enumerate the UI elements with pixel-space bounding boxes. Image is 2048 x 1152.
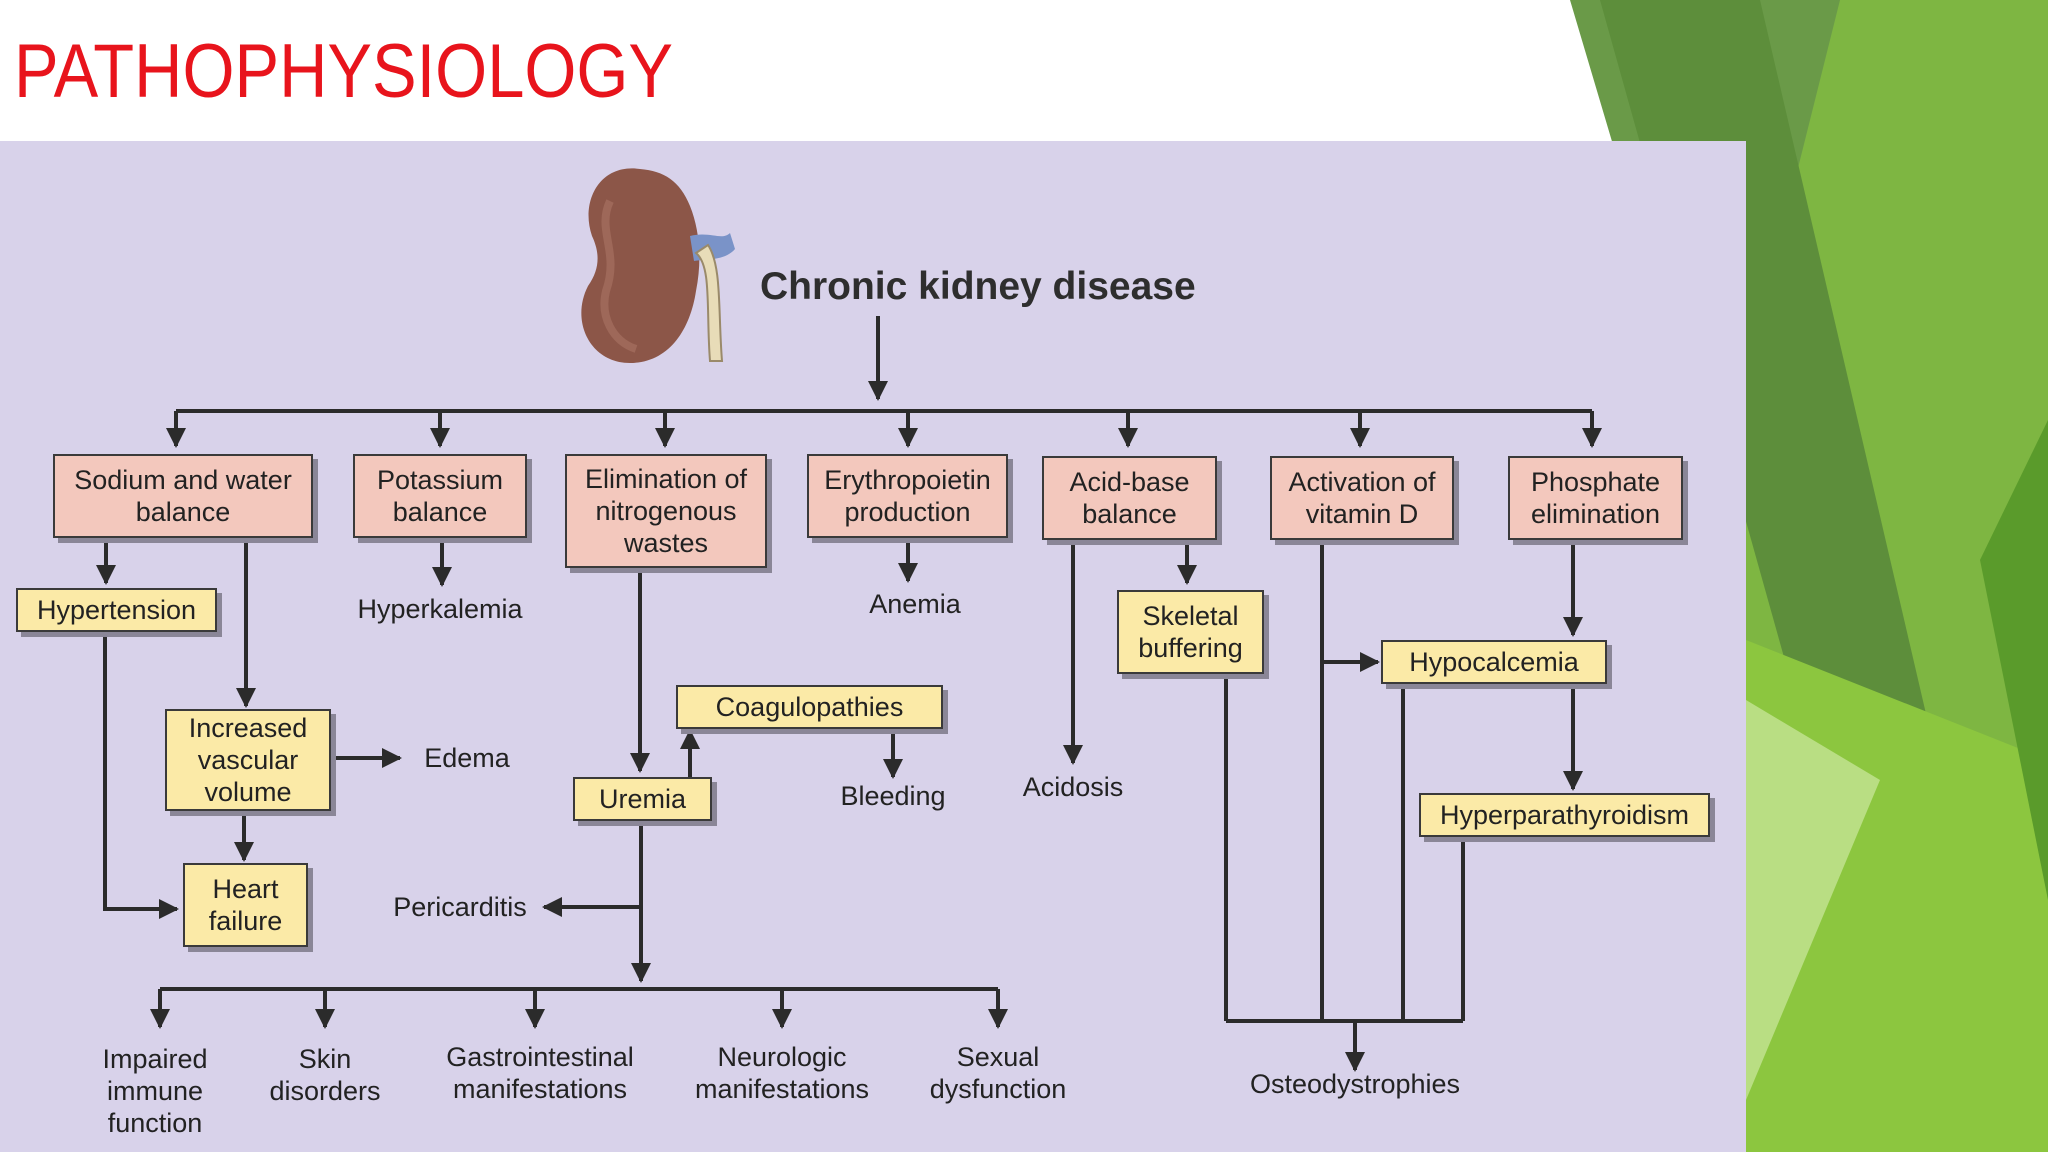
- label-bleeding: Bleeding: [840, 781, 946, 811]
- node-vitamin-d-activation: Activation of vitamin D: [1270, 456, 1454, 540]
- kidney-icon: [581, 168, 735, 363]
- label-neurologic-manifestations: Neurologic manifestations: [694, 1042, 870, 1104]
- node-hyperparathyroidism: Hyperparathyroidism: [1419, 793, 1710, 837]
- node-increased-vascular-volume: Increased vascular volume: [165, 709, 331, 811]
- label-impaired-immune-function: Impaired immune function: [102, 1044, 208, 1138]
- node-hypocalcemia: Hypocalcemia: [1381, 640, 1607, 684]
- label-anemia: Anemia: [869, 589, 961, 619]
- node-sodium-water-balance: Sodium and water balance: [53, 454, 313, 538]
- diagram-title: Chronic kidney disease: [760, 265, 1196, 308]
- label-hyperkalemia: Hyperkalemia: [357, 594, 523, 624]
- diagram-connectors: [96, 168, 1602, 1072]
- label-acidosis: Acidosis: [1022, 772, 1124, 802]
- node-heart-failure: Heart failure: [183, 863, 308, 947]
- node-potassium-balance: Potassium balance: [353, 454, 527, 538]
- label-edema: Edema: [424, 743, 510, 773]
- diagram-panel: Chronic kidney disease Sodium and water …: [0, 141, 1746, 1152]
- node-uremia: Uremia: [573, 777, 712, 821]
- node-coagulopathies: Coagulopathies: [676, 685, 943, 729]
- label-gastrointestinal-manifestations: Gastrointestinal manifestations: [446, 1042, 634, 1104]
- label-sexual-dysfunction: Sexual dysfunction: [929, 1042, 1067, 1104]
- label-pericarditis: Pericarditis: [393, 892, 527, 922]
- node-nitrogenous-wastes: Elimination of nitrogenous wastes: [565, 454, 767, 568]
- node-phosphate-elimination: Phosphate elimination: [1508, 456, 1683, 540]
- node-skeletal-buffering: Skeletal buffering: [1117, 590, 1264, 674]
- node-hypertension: Hypertension: [16, 588, 217, 632]
- node-acid-base-balance: Acid-base balance: [1042, 456, 1217, 540]
- label-skin-disorders: Skin disorders: [269, 1044, 381, 1106]
- node-erythropoietin-production: Erythropoietin production: [807, 454, 1008, 538]
- slide-title: PATHOPHYSIOLOGY: [14, 29, 674, 114]
- label-osteodystrophies: Osteodystrophies: [1249, 1069, 1461, 1099]
